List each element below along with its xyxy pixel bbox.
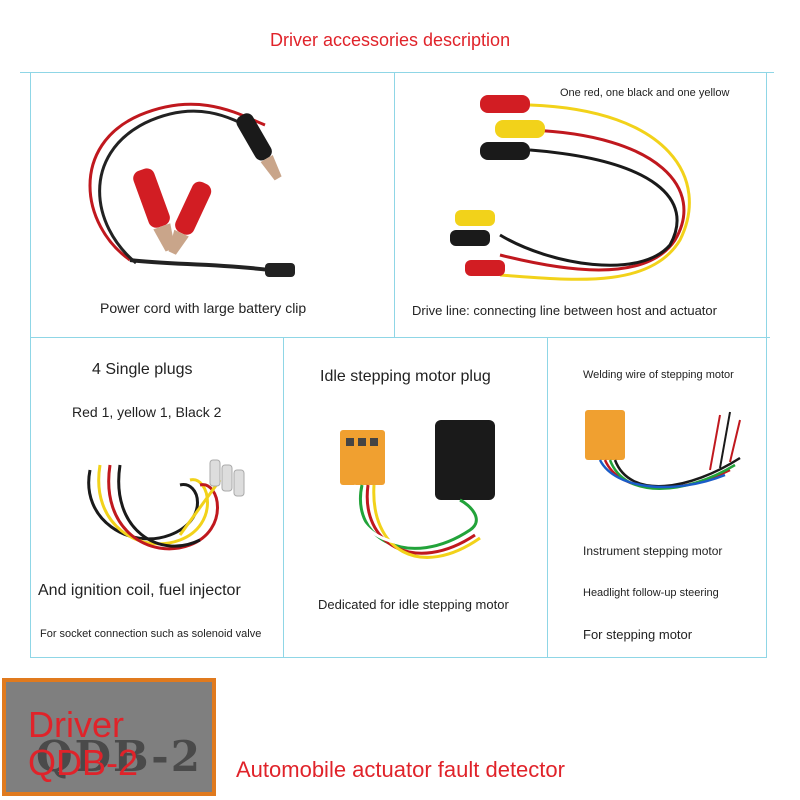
grid-right-line bbox=[766, 72, 767, 658]
idle-motor-caption: Dedicated for idle stepping motor bbox=[318, 597, 509, 612]
welding-wire-heading: Welding wire of stepping motor bbox=[583, 369, 734, 381]
grid-v-top-divider bbox=[394, 72, 395, 337]
page-title: Driver accessories description bbox=[270, 30, 511, 50]
power-cord-photo bbox=[88, 102, 295, 277]
single-plugs-line1: And ignition coil, fuel injector bbox=[38, 582, 241, 599]
grid-left-line bbox=[30, 72, 31, 658]
logo-line2: QDB-2 bbox=[28, 742, 139, 783]
grid-top-line bbox=[20, 72, 774, 73]
power-cord-caption: Power cord with large battery clip bbox=[100, 300, 307, 316]
grid-bottom-line bbox=[30, 657, 766, 658]
footer-tagline: Automobile actuator fault detector bbox=[236, 757, 565, 782]
welding-wire-line3: For stepping motor bbox=[583, 627, 693, 642]
grid-v-bottom-divider-1 bbox=[283, 337, 284, 657]
logo-line1: Driver bbox=[28, 704, 124, 745]
idle-motor-heading: Idle stepping motor plug bbox=[320, 368, 491, 385]
logo-print: QDB-2 bbox=[36, 732, 202, 781]
drive-line-caption: Drive line: connecting line between host… bbox=[412, 303, 717, 318]
single-plugs-line2: For socket connection such as solenoid v… bbox=[40, 628, 262, 640]
welding-wire-photo bbox=[585, 410, 741, 490]
welding-wire-line1: Instrument stepping motor bbox=[583, 544, 723, 558]
single-plugs-photo bbox=[87, 459, 245, 551]
idle-motor-photo bbox=[340, 420, 495, 559]
grid-v-bottom-divider-2 bbox=[547, 337, 548, 657]
welding-wire-line2: Headlight follow-up steering bbox=[583, 587, 719, 599]
grid-mid-line bbox=[30, 337, 770, 338]
product-logo: QDB-2 Driver QDB-2 bbox=[2, 678, 216, 796]
single-plugs-heading: 4 Single plugs bbox=[92, 361, 193, 378]
single-plugs-colors: Red 1, yellow 1, Black 2 bbox=[72, 404, 222, 420]
drive-line-photo bbox=[450, 95, 691, 281]
drive-line-note: One red, one black and one yellow bbox=[560, 87, 730, 99]
